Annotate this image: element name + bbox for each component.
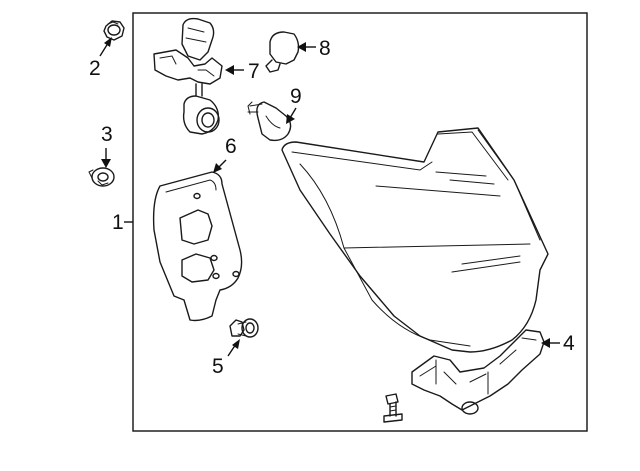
push-clip-part[interactable]	[229, 318, 259, 338]
push-pin-clip-part[interactable]	[88, 167, 115, 187]
screw-part[interactable]	[383, 393, 403, 423]
svg-text:4: 4	[563, 332, 575, 355]
svg-text:8: 8	[319, 37, 331, 60]
socket-wire-harness-part[interactable]	[153, 17, 223, 135]
bulb-large-part[interactable]	[247, 101, 292, 142]
svg-text:6: 6	[225, 135, 237, 158]
tail-lamp-assembly-part[interactable]	[281, 127, 549, 353]
gasket-panel-part[interactable]	[152, 171, 243, 322]
assembly-frame	[132, 12, 588, 432]
svg-text:2: 2	[89, 57, 101, 80]
bulb-small-part[interactable]	[265, 31, 300, 73]
callout-4[interactable]: 4	[541, 332, 575, 355]
nut-part[interactable]	[103, 20, 125, 41]
callout-9[interactable]: 9	[286, 85, 302, 124]
mounting-bracket-part[interactable]	[411, 329, 545, 415]
callout-1[interactable]: 1	[112, 211, 133, 234]
callout-5[interactable]: 5	[212, 339, 240, 378]
callout-7[interactable]: 7	[225, 60, 260, 83]
svg-text:1: 1	[112, 211, 124, 234]
svg-text:9: 9	[290, 85, 302, 108]
callout-3[interactable]: 3	[101, 123, 113, 168]
svg-text:7: 7	[248, 60, 260, 83]
svg-text:3: 3	[101, 123, 113, 146]
callout-8[interactable]: 8	[297, 37, 331, 60]
svg-text:5: 5	[212, 355, 224, 378]
callout-2[interactable]: 2	[89, 37, 112, 80]
callout-6[interactable]: 6	[213, 135, 237, 173]
